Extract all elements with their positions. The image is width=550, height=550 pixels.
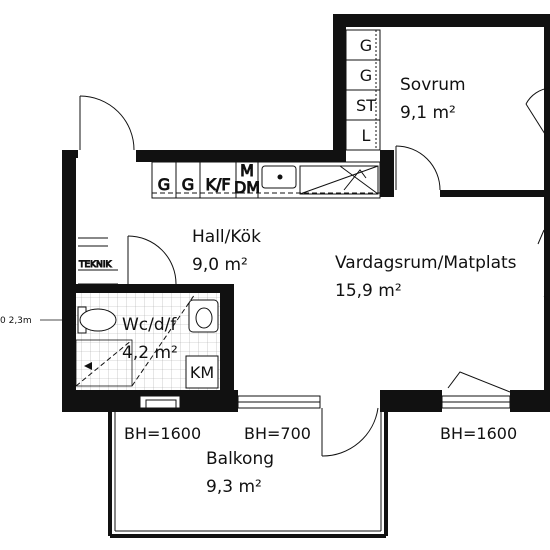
doors (79, 87, 550, 457)
kitchen-counter: G G K/F M DM (151, 161, 381, 199)
room-area-wc: 4,2 m² (122, 343, 178, 363)
room-area-balkong: 9,3 m² (206, 477, 262, 497)
door-bedroom-arc (395, 145, 441, 191)
wardrobe-label-2: G (360, 66, 372, 85)
kitchen-unit-dm: DM (234, 178, 260, 197)
room-name-vardagsrum: Vardagsrum/Matplats (335, 253, 517, 273)
door-balcony-arc (321, 407, 379, 457)
wall-bottom-right-b (510, 390, 550, 412)
wall-left-stub (62, 150, 78, 158)
kitchen-unit-g2: G (182, 175, 194, 194)
km-label: KM (190, 363, 214, 382)
window-height-left: BH=1600 (124, 424, 201, 443)
room-name-sovrum: Sovrum (400, 75, 466, 95)
door-right-top-arc (525, 87, 550, 105)
door-bath-arc (127, 235, 177, 285)
wall-bedroom-bottom-c (380, 190, 394, 197)
window-height-right: BH=1600 (440, 424, 517, 443)
km-box (185, 355, 219, 389)
balcony (108, 412, 388, 538)
wall-right (544, 27, 550, 397)
wall-bedroom-bottom-a (380, 150, 394, 196)
wall-bedroom-top (333, 14, 550, 27)
kitchen-unit-m: M (240, 161, 254, 180)
wardrobe-label-3: ST (356, 96, 376, 115)
bathroom: KM (75, 293, 220, 409)
room-area-vardagsrum: 15,9 m² (335, 281, 402, 301)
washbasin (188, 299, 219, 333)
door-right-bottom-arc (447, 371, 511, 393)
wardrobe-stack: G G ST L (345, 29, 381, 151)
wall-kitchen-top (136, 150, 346, 162)
room-area-sovrum: 9,1 m² (400, 103, 456, 123)
room-area-hall-kok: 9,0 m² (192, 255, 248, 275)
wall-bottom-right-a (380, 390, 442, 412)
kitchen-stove (299, 165, 379, 195)
door-entrance-arc (79, 95, 135, 151)
teknik-label: TEKNIK (78, 260, 112, 270)
room-name-hall-kok: Hall/Kök (192, 227, 261, 247)
ceiling-note: 0 2,3m (0, 316, 32, 326)
wardrobe-label-4: L (362, 126, 371, 145)
shower-drain-arrow (84, 362, 92, 370)
wall-bath-top (62, 284, 234, 293)
kitchen-unit-g1: G (158, 175, 170, 194)
shower-area (75, 339, 133, 387)
window-height-middle: BH=700 (244, 424, 311, 443)
room-name-wc: Wc/d/f (122, 315, 177, 335)
room-name-balkong: Balkong (206, 449, 274, 469)
wall-bedroom-bottom-b (440, 190, 550, 197)
kitchen-sink (261, 165, 297, 189)
teknik-cabinet: TEKNIK (78, 237, 118, 285)
wall-bath-right (220, 284, 234, 412)
walls (62, 14, 550, 412)
toilet-bowl (79, 308, 117, 332)
wall-bedroom-left (333, 14, 346, 164)
kitchen-unit-kf: K/F (205, 175, 230, 194)
wardrobe-label-1: G (360, 36, 372, 55)
wall-left-outer (62, 150, 76, 412)
